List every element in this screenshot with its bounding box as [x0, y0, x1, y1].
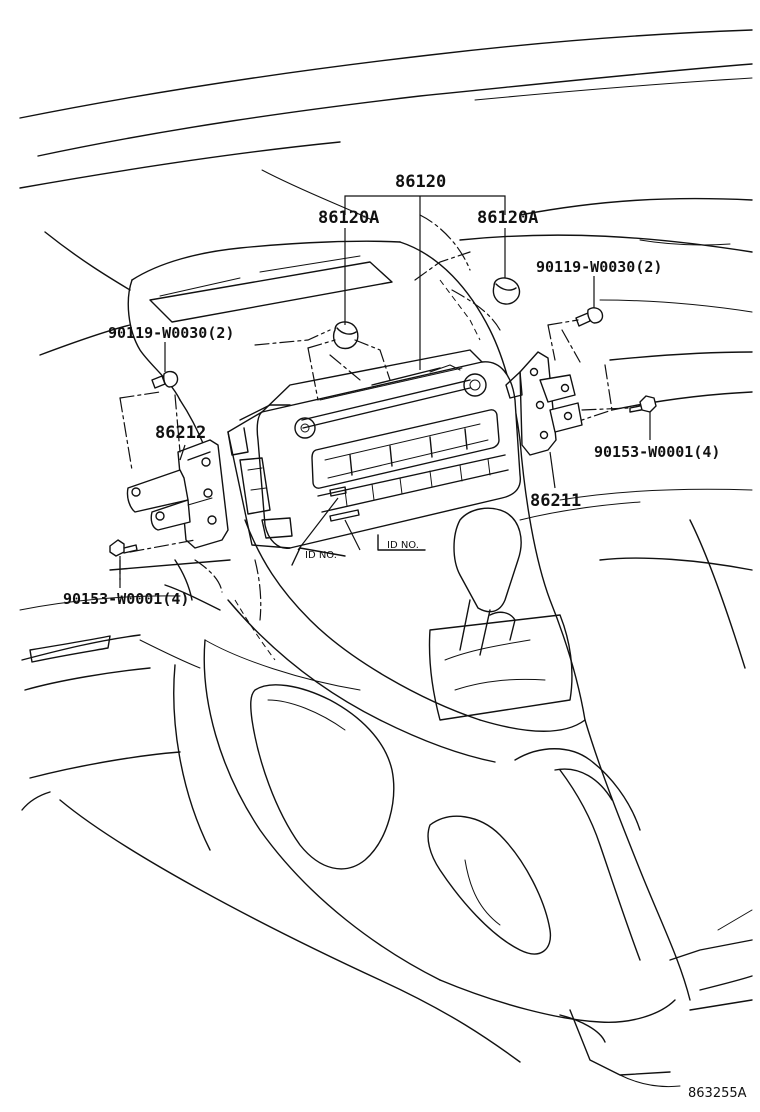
bolt-left-90153: [109, 539, 138, 557]
id-tag-right-text: ID NO.: [387, 540, 419, 551]
assembly-phantom-lines: [119, 214, 629, 661]
bracket-left-86212: [126, 439, 229, 549]
id-tag-left: ID NO.: [291, 547, 346, 566]
label-86120A-right: 86120A: [477, 208, 538, 228]
dashboard-outline: [19, 29, 753, 1088]
bolt-right-90153: [629, 395, 657, 413]
knob-left-86120A: [332, 321, 359, 350]
label-86211: 86211: [530, 491, 581, 511]
label-86212: 86212: [155, 423, 206, 443]
label-86120A-left: 86120A: [318, 208, 379, 228]
screw-right-90119: [575, 307, 604, 327]
part-labels: 86120 86120A 86120A 90119-W0030(2) 90119…: [63, 172, 720, 608]
label-90119-right: 90119-W0030(2): [536, 258, 662, 276]
screw-left-90119: [151, 370, 179, 389]
label-90119-left: 90119-W0030(2): [108, 324, 234, 342]
label-90153-left: 90153-W0001(4): [63, 590, 189, 608]
radio-head-unit: [149, 255, 522, 549]
knob-right-86120A: [492, 277, 521, 305]
bracket-right-86211: [505, 351, 583, 456]
leader-lines: [119, 195, 651, 588]
label-86120: 86120: [395, 172, 446, 192]
id-tag-right: ID NO.: [377, 534, 426, 551]
diagram-reference-code: 863255A: [688, 1086, 747, 1101]
id-tag-left-text: ID NO.: [305, 550, 337, 561]
label-90153-right: 90153-W0001(4): [594, 443, 720, 461]
